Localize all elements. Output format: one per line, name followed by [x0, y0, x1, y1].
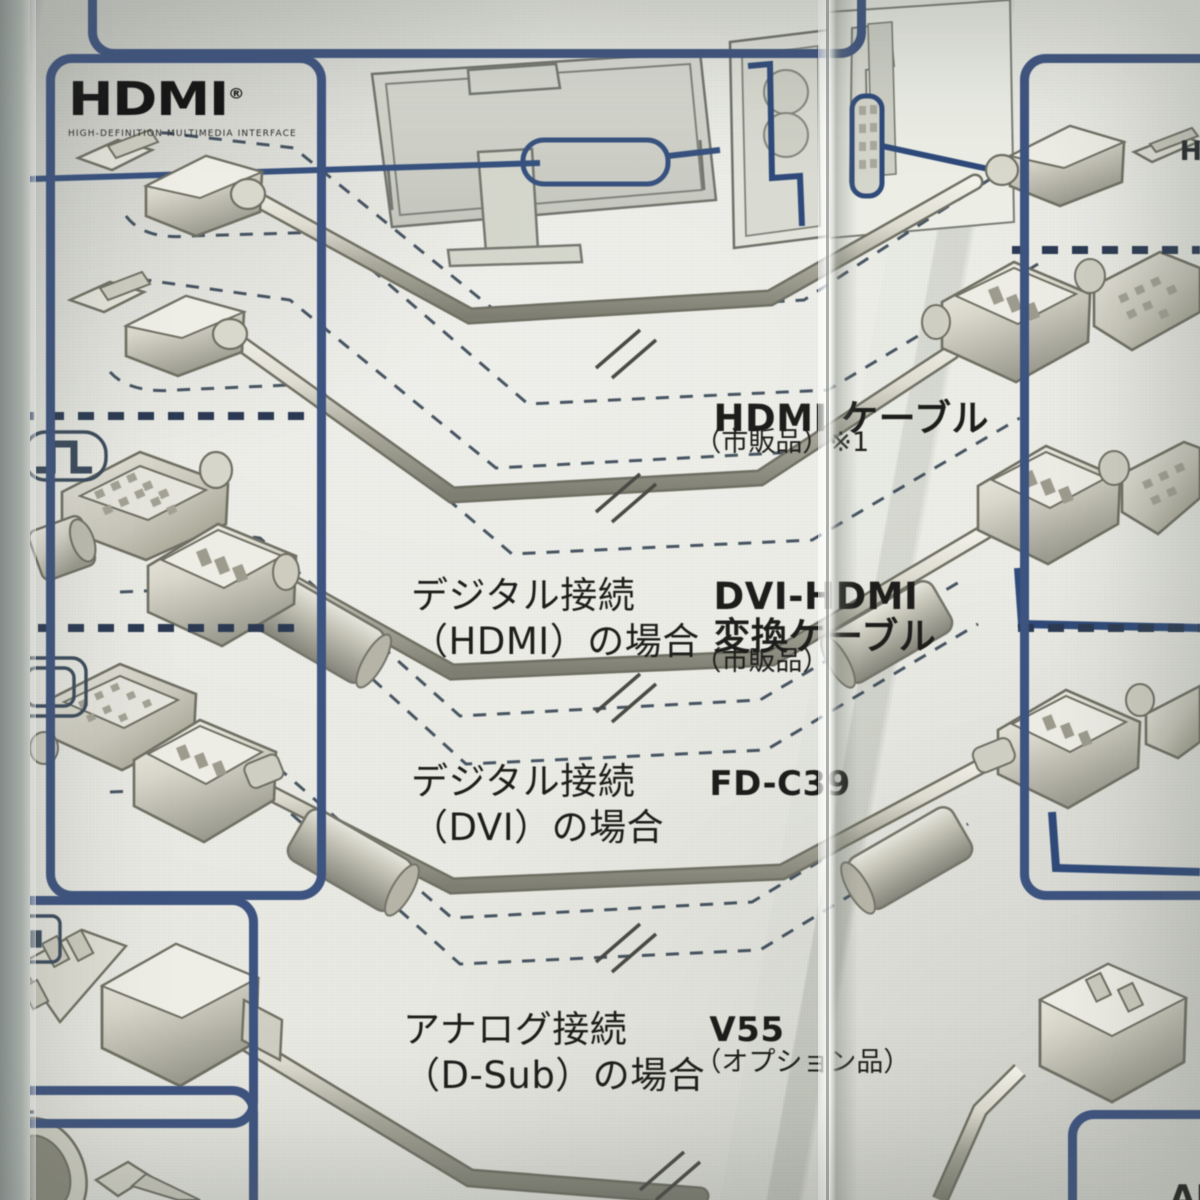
- cable-name-dsub: V55: [709, 1010, 785, 1051]
- hdmi-logo-subtitle: HIGH-DEFINITION MULTIMEDIA INTERFACE: [68, 129, 297, 139]
- case-label-dvi-line2: （DVI）の場合: [411, 805, 665, 849]
- frame-outer-top: [88, 0, 866, 58]
- case-label-dsub: アナログ接続: [403, 1007, 628, 1051]
- case-label-dvi: デジタル接続: [411, 759, 636, 803]
- photo-left-edge-highlight: [22, 0, 36, 1200]
- frame-video-panel: [46, 54, 326, 900]
- left-hdmi-connectors: [66, 128, 267, 378]
- hdmi-logo-mark: HDMI: [68, 72, 229, 126]
- case-label-hdmi-line2: （HDMI）の場合: [411, 619, 700, 663]
- port-label-hdmi-right: HDMI: [1179, 136, 1200, 168]
- paper-fold-shadow: [826, 0, 829, 1200]
- monitor-illustration: [0, 50, 721, 268]
- cable-note-dsub: （オプション品）: [694, 1047, 911, 1079]
- case-label-dsub-line2: （D-Sub）の場合: [403, 1053, 706, 1097]
- frame-power-panel: [0, 896, 258, 1128]
- power-connector-illustration: [18, 928, 284, 1088]
- cable-name-hdmi: HDMI ケーブル: [713, 396, 989, 440]
- frame-video-panel-right: [1020, 54, 1200, 900]
- cable-name-dvi: FD-C39: [709, 764, 851, 805]
- hdmi-registered-mark: ®: [227, 86, 245, 103]
- frame-audio-panel: [0, 1086, 258, 1200]
- case-label-hdmi: デジタル接続: [411, 573, 636, 617]
- bottom-right-power-plug: [932, 962, 1189, 1200]
- right-connectors: [921, 124, 1200, 876]
- port-label-dvi-right: DVI: [1178, 275, 1200, 369]
- cable-note-hdmi: （市販品）※1: [694, 427, 870, 459]
- pc-tower-illustration: [728, 0, 1031, 250]
- hdmi-logo: HDMI® HIGH-DEFINITION MULTIMEDIA INTERFA…: [68, 72, 296, 139]
- frame-audio-panel-right: [1068, 1110, 1200, 1200]
- cable-name-dvi-hdmi-line1: DVI-HDMI: [713, 574, 919, 618]
- left-dvi-connector: [27, 450, 300, 648]
- port-label-audio: AUDIO: [1169, 1178, 1200, 1200]
- cable-note-dvi-hdmi: （市販品）: [694, 646, 830, 678]
